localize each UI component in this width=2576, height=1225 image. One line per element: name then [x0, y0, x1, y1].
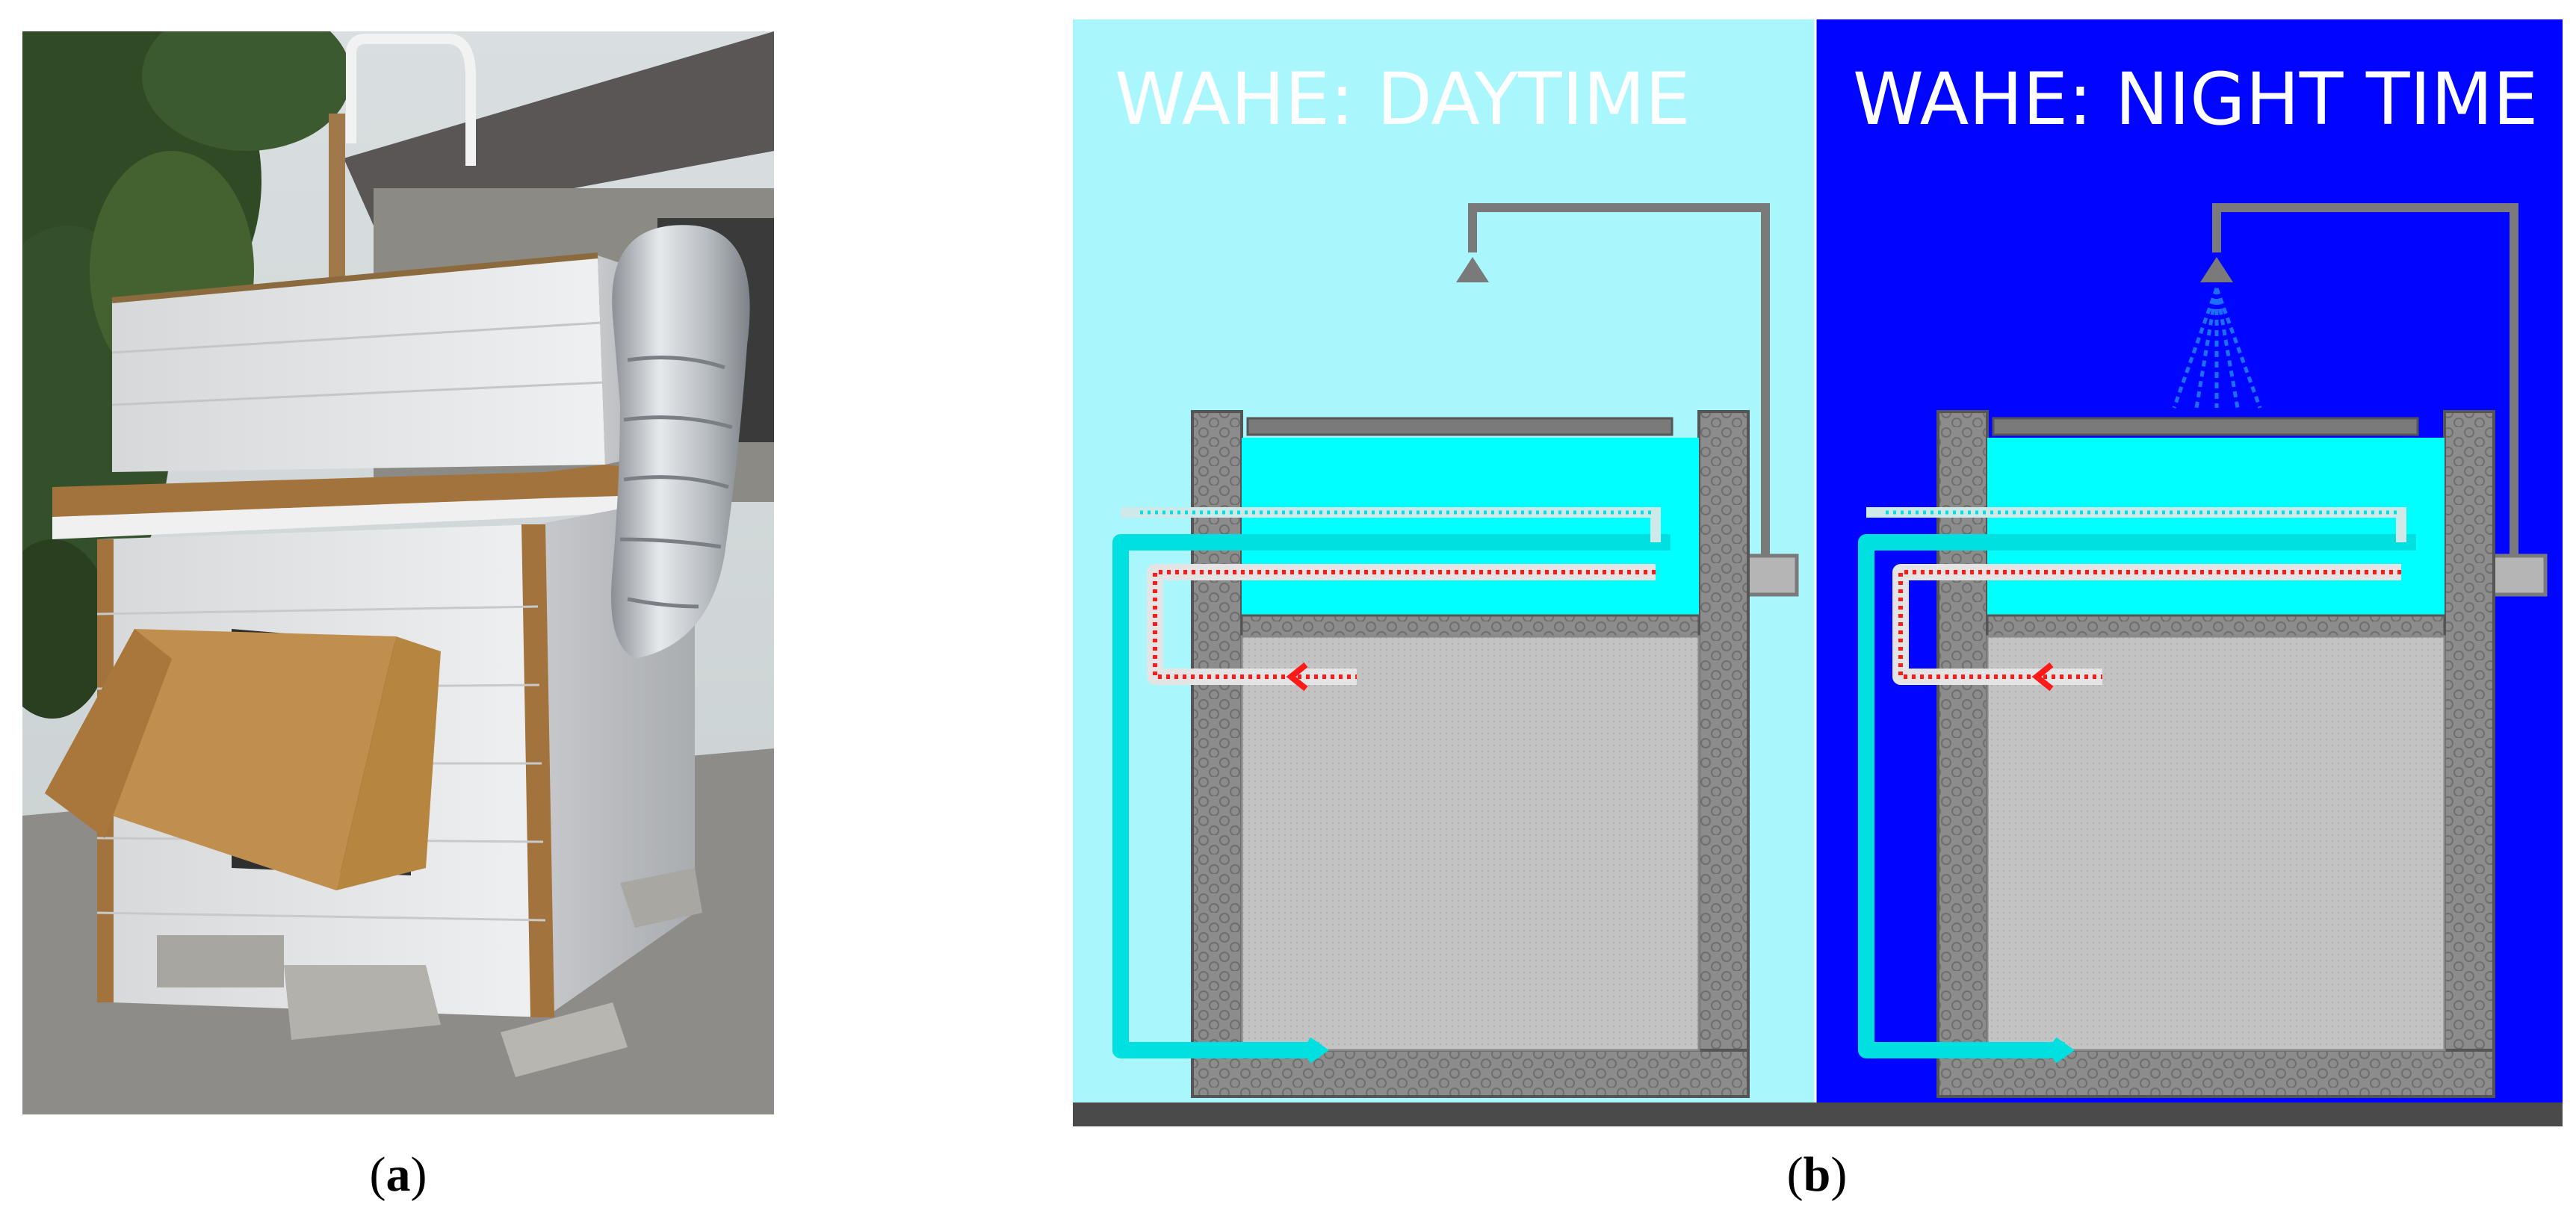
insulated-duct [611, 225, 750, 659]
wahe-prototype-photo [0, 1, 774, 1114]
warm-flow-arrow [2031, 662, 2054, 692]
ground-line [1815, 1102, 2563, 1126]
ceiling-divider [1986, 614, 2446, 638]
caption-a: (a) [369, 1147, 427, 1202]
shower-pipe [2212, 203, 2518, 556]
nighttime-label: WAHE: NIGHT TIME [1853, 58, 2538, 141]
water-spray [2172, 288, 2262, 409]
warm-flow-loop [1898, 570, 2401, 679]
caption-b: (b) [1786, 1147, 1848, 1202]
showerhead [1456, 257, 1489, 282]
insulated-wall-right [1697, 410, 1750, 1085]
top-tank-box [112, 255, 605, 472]
cool-flow-arrow [2052, 1037, 2075, 1064]
concrete-block [284, 965, 441, 1040]
cool-flow-loop [1112, 534, 1671, 1058]
roof-pond-water [1987, 438, 2445, 615]
warm-flow-loop [1153, 570, 1656, 679]
ground-line [1073, 1102, 1815, 1126]
conditioned-room [1240, 635, 1700, 1052]
nighttime-diagram: WAHE: NIGHT TIME [1815, 19, 2563, 1126]
photo-panel [0, 1, 774, 1114]
insulation-cover [1992, 417, 2419, 436]
daytime-label: WAHE: DAYTIME [1115, 58, 1691, 141]
concrete-block [157, 935, 284, 987]
pump-box [2489, 553, 2548, 597]
wooden-ledge [52, 465, 672, 517]
cool-flow-arrow [1307, 1037, 1329, 1064]
pump-box [1741, 553, 1799, 597]
shower-pipe [346, 34, 476, 166]
conditioned-room [1986, 635, 2446, 1052]
concrete-block [501, 1002, 628, 1077]
concrete-block [620, 868, 702, 928]
shower-pipe [1468, 203, 1770, 556]
roof-pond-water [1242, 438, 1699, 615]
ceiling-divider [1240, 614, 1700, 638]
wahe-diagrams: WAHE: DAYTIME [1073, 19, 2563, 1126]
diagram-panel: WAHE: DAYTIME [1073, 19, 2563, 1126]
insulation-cover [1246, 417, 1674, 436]
showerhead [2200, 257, 2233, 282]
warm-flow-arrow [1286, 662, 1308, 692]
house-roof [344, 31, 774, 226]
cool-flow-loop [1858, 534, 2416, 1058]
wood-post [329, 114, 345, 308]
insulated-wall-right [2443, 410, 2495, 1085]
daytime-diagram: WAHE: DAYTIME [1073, 19, 1815, 1126]
insulated-wall-left [1936, 410, 1989, 1085]
